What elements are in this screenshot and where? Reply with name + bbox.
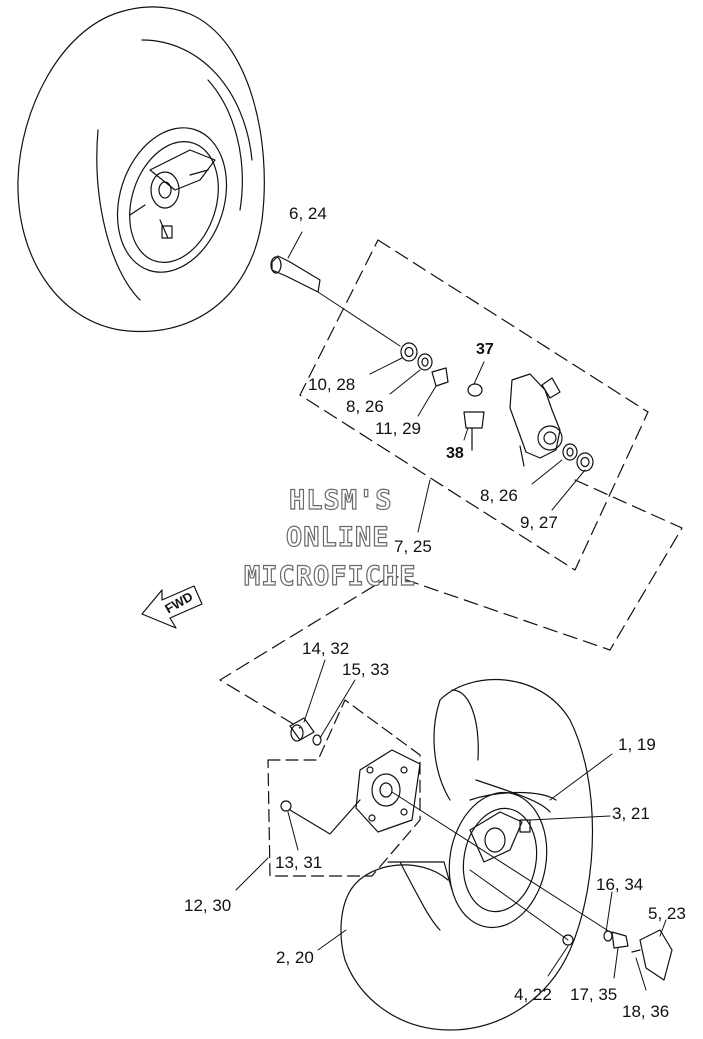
leader-lines-upper	[287, 231, 586, 533]
steering-knuckle	[509, 373, 563, 467]
callout-37: 37	[476, 341, 494, 358]
callout-2-20: 2, 20	[276, 948, 314, 967]
lower-wheel-assembly	[340, 678, 594, 1031]
callout-14-32: 14, 32	[302, 639, 350, 658]
callout-11-29: 11, 29	[375, 419, 422, 438]
axle-stub	[270, 255, 401, 347]
callout-6-24: 6, 24	[289, 204, 327, 223]
fwd-arrow-outline	[141, 585, 203, 629]
callout-4-22: 4, 22	[514, 985, 552, 1004]
watermark-line-1: HLSM'S	[288, 485, 393, 516]
callout-12-30: 12, 30	[184, 896, 232, 915]
callout-8-26-top: 8, 26	[346, 397, 384, 416]
upper-assembly-boundary	[299, 239, 649, 571]
callout-1-19: 1, 19	[618, 735, 656, 754]
wheel-hub	[355, 749, 421, 833]
callout-17-35: 17, 35	[570, 985, 618, 1004]
spacer-oring	[289, 717, 322, 746]
callout-18-36: 18, 36	[622, 1002, 670, 1021]
upper-bearings	[400, 342, 485, 451]
axle-nut-parts	[562, 929, 673, 981]
callout-3-21: 3, 21	[612, 804, 650, 823]
hub-bolt	[280, 799, 361, 835]
watermark-line-2: ONLINE	[285, 522, 390, 553]
lower-assembly-boundary	[267, 699, 421, 877]
callout-13-31: 13, 31	[275, 853, 323, 872]
watermark-line-3: MICROFICHE	[243, 561, 417, 592]
callout-16-34: 16, 34	[596, 875, 644, 894]
callout-8-26-mid: 8, 26	[480, 486, 518, 505]
callout-9-27: 9, 27	[520, 513, 558, 532]
upper-wheel-assembly	[17, 6, 265, 332]
callout-5-23: 5, 23	[648, 904, 686, 923]
callout-7-25: 7, 25	[394, 537, 432, 556]
lower-knuckle-bearings	[562, 443, 594, 472]
leader-lines-lower	[235, 659, 667, 991]
callout-38: 38	[446, 445, 464, 462]
callout-15-33: 15, 33	[342, 660, 390, 679]
callout-10-28: 10, 28	[308, 375, 356, 394]
